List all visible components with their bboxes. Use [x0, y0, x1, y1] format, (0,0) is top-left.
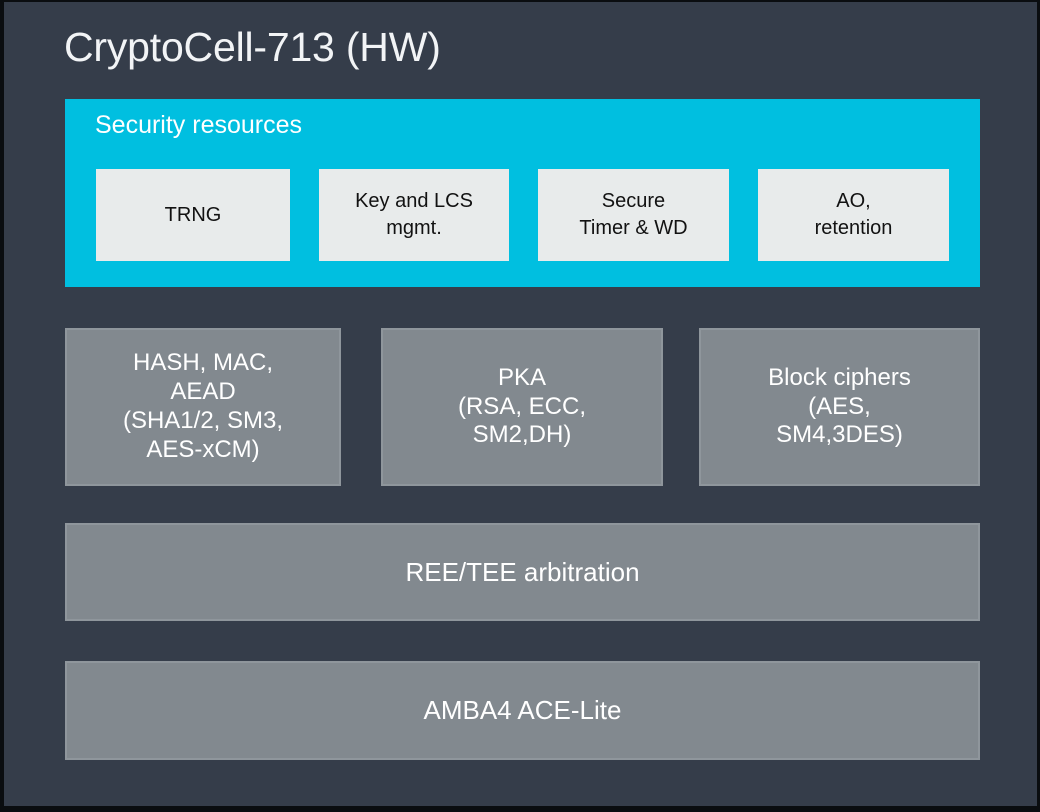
- engine-box-block-ciphers-line-3: SM4,3DES): [776, 421, 903, 449]
- security-resources-panel: Security resources TRNG Key and LCS mgmt…: [65, 99, 980, 287]
- security-box-secure-timer-wd-line-2: Timer & WD: [579, 217, 688, 239]
- security-box-key-lcs-mgmt-line-1: Key and LCS: [355, 190, 473, 212]
- security-resources-box-row: TRNG Key and LCS mgmt. Secure Timer & WD…: [96, 169, 949, 261]
- security-box-secure-timer-wd: Secure Timer & WD: [538, 169, 729, 261]
- engine-box-hash-mac-aead-line-4: AES-xCM): [146, 435, 260, 463]
- security-box-key-lcs-mgmt: Key and LCS mgmt.: [319, 169, 509, 261]
- engine-box-hash-mac-aead-line-3: (SHA1/2, SM3,: [122, 407, 284, 434]
- bar-ree-tee-arbitration: REE/TEE arbitration: [65, 523, 980, 621]
- engine-box-hash-mac-aead: HASH, MAC, AEAD (SHA1/2, SM3, AES-xCM): [65, 328, 341, 486]
- security-box-ao-retention-line-2: retention: [814, 217, 893, 239]
- engine-box-block-ciphers: Block ciphers (AES, SM4,3DES): [699, 328, 980, 486]
- security-box-trng: TRNG: [96, 169, 290, 261]
- engine-box-pka: PKA (RSA, ECC, SM2,DH): [381, 328, 663, 486]
- engine-box-block-ciphers-line-1: Block ciphers: [768, 363, 911, 391]
- crypto-engines-row: HASH, MAC, AEAD (SHA1/2, SM3, AES-xCM) P…: [65, 328, 980, 486]
- bar-amba4-ace-lite: AMBA4 ACE-Lite: [65, 661, 980, 760]
- page-title: CryptoCell-713 (HW): [64, 24, 441, 70]
- security-box-ao-retention: AO, retention: [758, 169, 949, 261]
- security-box-secure-timer-wd-line-1: Secure: [601, 190, 666, 212]
- engine-box-block-ciphers-line-2: (AES,: [808, 392, 871, 420]
- security-box-key-lcs-mgmt-line-2: mgmt.: [386, 217, 442, 239]
- security-resources-label: Security resources: [95, 111, 303, 139]
- security-box-trng-line-1: TRNG: [164, 203, 222, 226]
- engine-box-pka-line-2: (RSA, ECC,: [457, 392, 586, 420]
- engine-box-hash-mac-aead-line-1: HASH, MAC,: [132, 349, 273, 377]
- engine-box-hash-mac-aead-line-2: AEAD: [170, 378, 236, 406]
- security-box-ao-retention-line-1: AO,: [836, 190, 871, 212]
- engine-box-pka-line-1: PKA: [497, 363, 546, 391]
- engine-box-pka-line-3: SM2,DH): [472, 421, 572, 449]
